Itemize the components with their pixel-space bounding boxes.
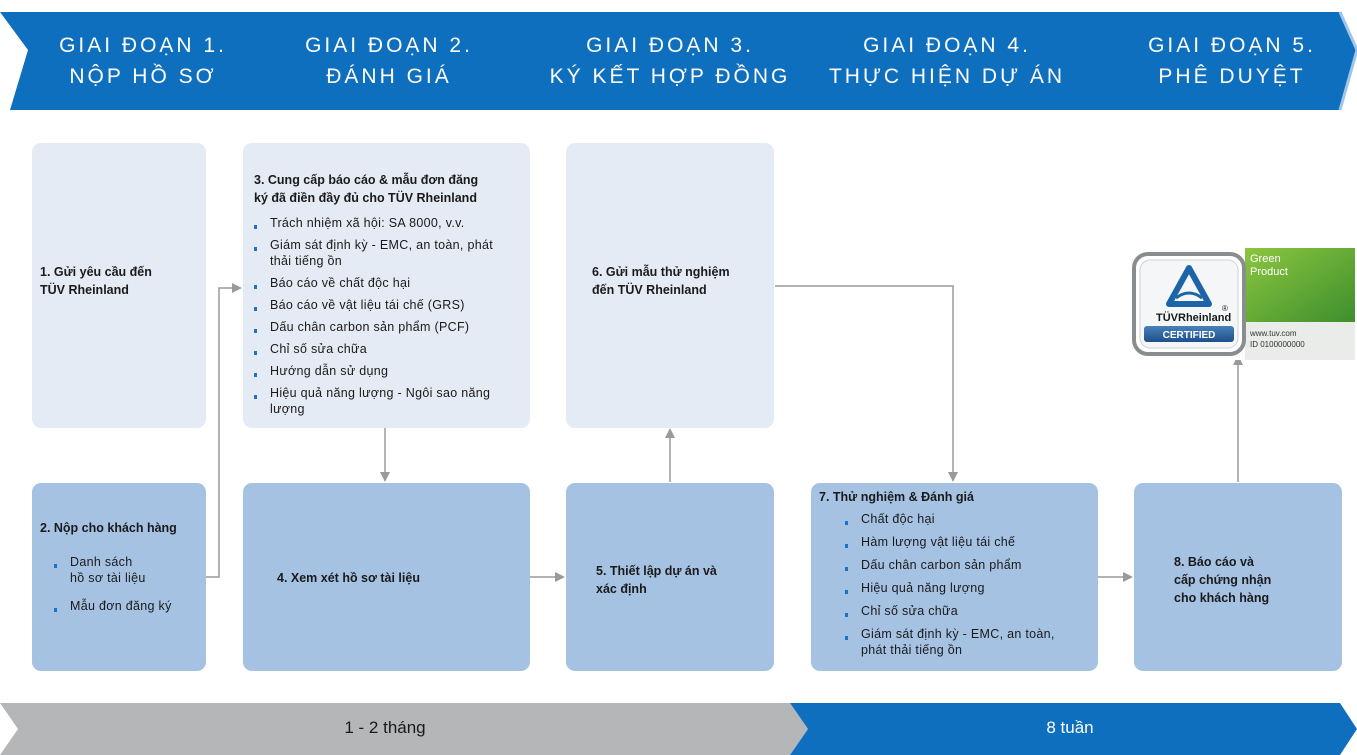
- step-2-title: 2. Nộp cho khách hàng: [40, 521, 177, 535]
- phase-4-label: GIAI ĐOẠN 4.THỰC HIỆN DỰ ÁN: [828, 34, 1066, 88]
- arrow-6-to-7: [775, 285, 958, 482]
- step-3-item: Trách nhiệm xã hội: SA 8000, v.v.: [254, 215, 524, 231]
- step-7-title: 7. Thử nghiệm & Đánh giá: [819, 490, 974, 504]
- cert-brand: TÜVRheinland: [1156, 311, 1231, 324]
- step-3-item: Giám sát định kỳ - EMC, an toàn, phát th…: [254, 237, 505, 269]
- step-7-item: Chất độc hại: [845, 511, 1075, 527]
- tuv-green-product-certificate: TÜVRheinland ® CERTIFIED Green Product w…: [1130, 248, 1357, 360]
- step-7-box: 7. Thử nghiệm & Đánh giá Chất độc hại Hà…: [811, 483, 1098, 671]
- step-3-item: Báo cáo về chất độc hại: [254, 275, 524, 291]
- arrow-2-to-3: [205, 283, 242, 578]
- step-3-item: Báo cáo về vật liệu tái chế (GRS): [254, 297, 524, 313]
- step-3-item: Chỉ số sửa chữa: [254, 341, 524, 357]
- phase-1-label: GIAI ĐOẠN 1.NỘP HỒ SƠ: [59, 34, 227, 88]
- step-4-box: 4. Xem xét hồ sơ tài liệu: [243, 483, 530, 671]
- phase-5-label: GIAI ĐOẠN 5.PHÊ DUYỆT: [1148, 34, 1316, 88]
- phase-3-label: GIAI ĐOẠN 3.KÝ KẾT HỢP ĐỒNG: [549, 34, 791, 88]
- tuv-triangle-icon: [1166, 265, 1212, 307]
- step-3-item: Dấu chân carbon sản phẩm (PCF): [254, 319, 524, 335]
- step-3-item: Hiệu quả năng lượng - Ngôi sao năng lượn…: [254, 385, 505, 417]
- step-4-title: 4. Xem xét hồ sơ tài liệu: [277, 571, 420, 585]
- cert-certified: CERTIFIED: [1163, 330, 1216, 341]
- step-2-item: Mẫu đơn đăng ký: [54, 598, 204, 614]
- timeline-bar: [0, 703, 1357, 755]
- step-7-item: Hiệu quả năng lượng: [845, 580, 1075, 596]
- cert-registered: ®: [1222, 304, 1228, 313]
- timeline-left-label: 1 - 2 tháng: [344, 718, 426, 737]
- cert-green-line2: Product: [1250, 266, 1288, 278]
- step-7-item: Giám sát định kỳ - EMC, an toàn, phát th…: [845, 626, 1061, 658]
- step-7-item: Chỉ số sửa chữa: [845, 603, 1075, 619]
- step-7-item: Hàm lượng vật liệu tái chế: [845, 534, 1075, 550]
- cert-url: www.tuv.com: [1249, 329, 1297, 338]
- cert-id: ID 0100000000: [1250, 340, 1305, 349]
- step-7-item: Dấu chân carbon sản phẩm: [845, 557, 1075, 573]
- cert-green-line1: Green: [1250, 253, 1281, 265]
- phase-2-label: GIAI ĐOẠN 2.ĐÁNH GIÁ: [305, 34, 473, 88]
- timeline-right-label: 8 tuần: [1046, 718, 1094, 737]
- step-3-item: Hướng dẫn sử dụng: [254, 363, 524, 379]
- phase-banner: [0, 11, 1357, 110]
